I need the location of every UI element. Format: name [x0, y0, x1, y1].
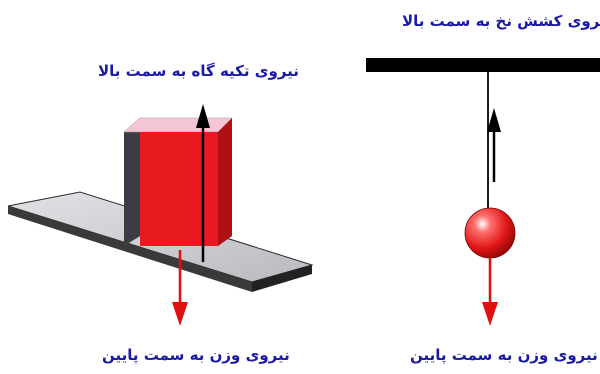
block-edge-right [218, 118, 232, 246]
block [123, 117, 233, 246]
tabletop-edge-front [8, 206, 252, 292]
block-top [123, 117, 233, 133]
normal-force-label: نیروی تکیه گاه به سمت بالا [98, 62, 299, 80]
ceiling-bar [366, 58, 600, 72]
block-front [140, 132, 218, 246]
ball [464, 207, 516, 259]
tabletop-edge-right [252, 265, 312, 292]
block-side [124, 118, 140, 246]
normal-force-arrow [196, 104, 210, 262]
block-weight-label: نیروی وزن به سمت پایین [102, 346, 290, 364]
tension-force-arrow [487, 108, 501, 182]
tension-force-label: نیروی کشش نخ به سمت بالا [402, 12, 600, 30]
weight-force-arrow-block [172, 250, 188, 326]
ball-weight-label: نیروی وزن به سمت پایین [410, 346, 598, 364]
weight-force-arrow-ball [482, 258, 498, 326]
